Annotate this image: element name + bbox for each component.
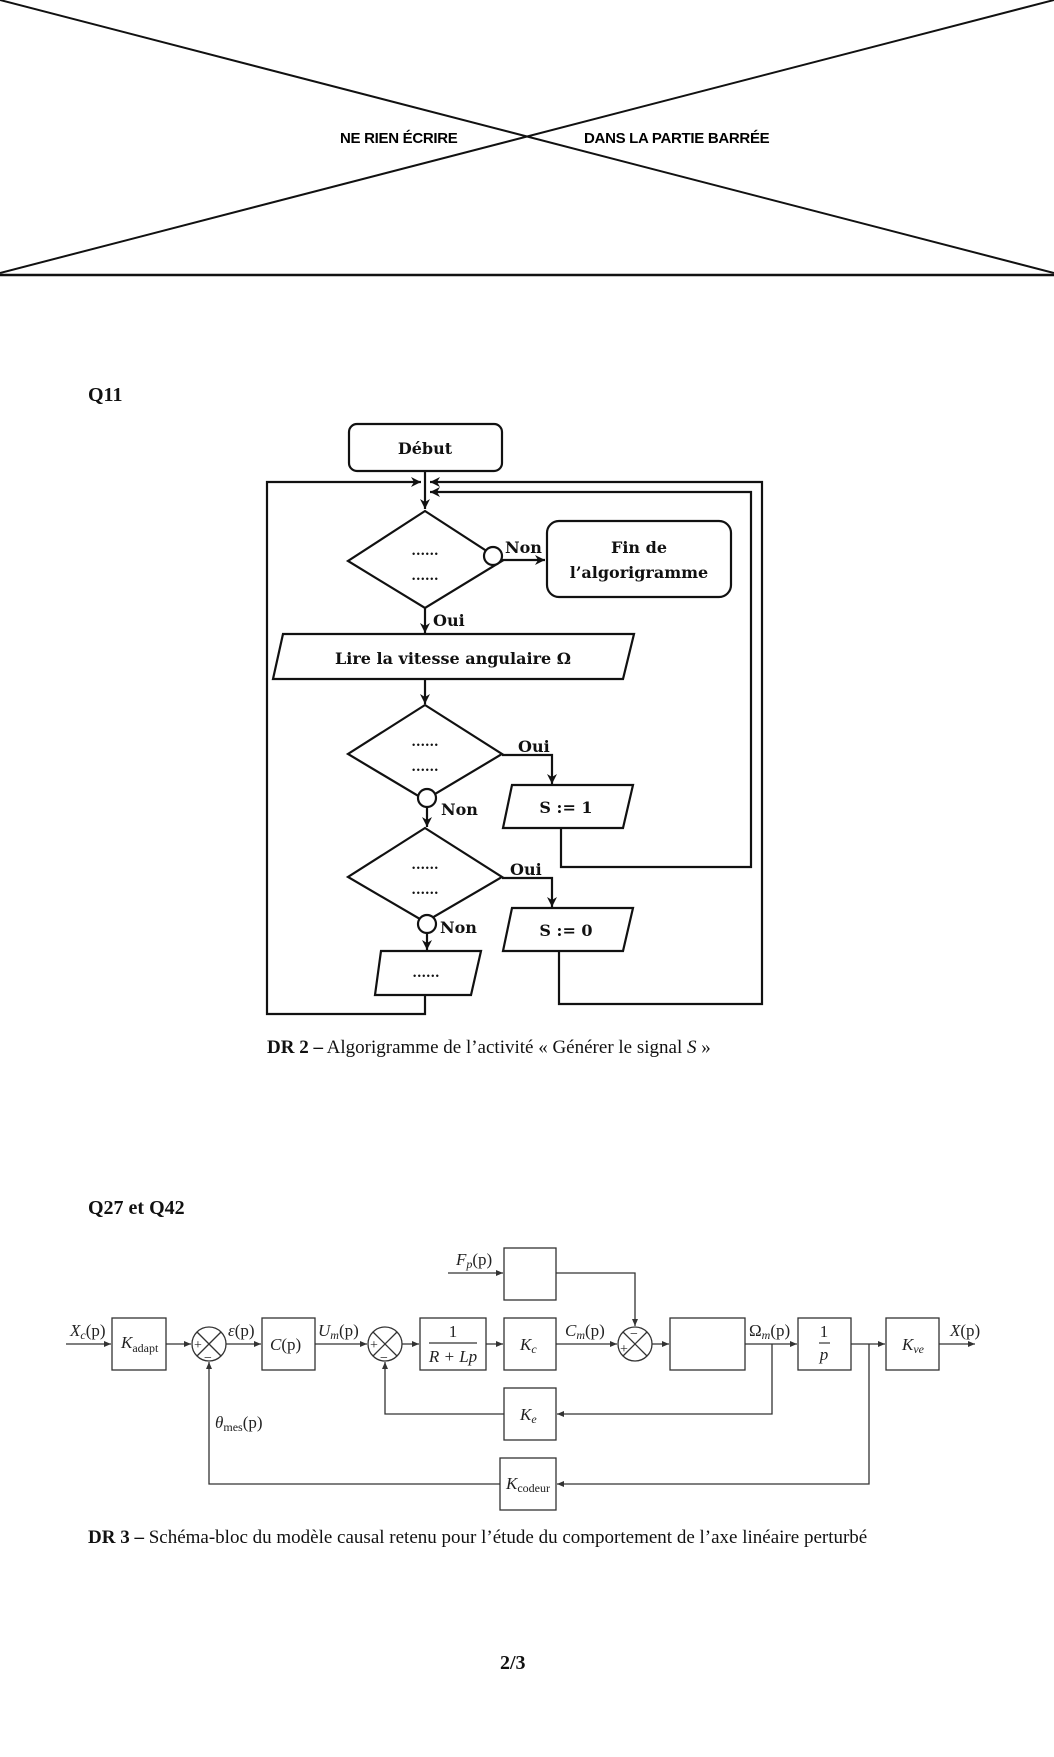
banner-right-text: DANS LA PARTIE BARRÉE <box>584 130 770 147</box>
decision-1 <box>345 509 505 610</box>
label-no-2: Non <box>441 800 478 819</box>
action-placeholder-text: ...... <box>412 966 439 981</box>
end-box <box>545 519 733 599</box>
negation-circle-1 <box>482 545 504 567</box>
label-cm: Cm(p) <box>565 1321 605 1342</box>
sum1-plus: + <box>194 1338 202 1353</box>
summer-2 <box>367 1326 403 1362</box>
decision-3-line2: ...... <box>411 883 438 898</box>
arrow-yes-2 <box>502 753 557 784</box>
label-kc: Kc <box>519 1335 537 1356</box>
flowchart: Début ...... ...... Non Fin de l’algorig… <box>265 422 764 1016</box>
label-no-1: Non <box>505 538 542 557</box>
set0-text: S := 0 <box>539 921 592 940</box>
set1-text: S := 1 <box>539 798 592 817</box>
loop-right-outer <box>430 477 764 1006</box>
caption-dr2: DR 2 – Algorigramme de l’activité « Géné… <box>267 1037 711 1059</box>
label-int-num: 1 <box>820 1322 829 1341</box>
block-perturbation <box>503 1247 557 1301</box>
banner-left-text: NE RIEN ÉCRIRE <box>340 130 458 147</box>
action-placeholder-box <box>373 949 483 997</box>
decision-1-line2: ...... <box>411 569 438 584</box>
label-yes-3: Oui <box>510 860 542 879</box>
label-tf-den: R + Lp <box>428 1347 477 1366</box>
block-ke <box>503 1387 557 1441</box>
wire-ke-sum2 <box>382 1362 504 1415</box>
caption-dr2-prefix: DR 2 – <box>267 1037 323 1058</box>
page-number: 2/3 <box>500 1652 526 1674</box>
block-corrector <box>261 1317 316 1371</box>
wire-pos-codeur <box>557 1344 870 1487</box>
decision-2-line1: ...... <box>411 735 438 750</box>
barred-zone: NE RIEN ÉCRIRE DANS LA PARTIE BARRÉE <box>0 0 1054 277</box>
sum3-plus: + <box>620 1342 628 1357</box>
block-kcodeur <box>499 1457 557 1511</box>
read-text: Lire la vitesse angulaire Ω <box>335 649 571 668</box>
label-theta-mes: θmes(p) <box>215 1413 263 1434</box>
label-kve: Kve <box>901 1335 925 1356</box>
summer-3 <box>617 1326 653 1362</box>
label-kcodeur: Kcodeur <box>505 1474 550 1495</box>
banner-bg-left <box>335 125 472 149</box>
decision-1-line1: ...... <box>411 544 438 559</box>
label-xc: Xc(p) <box>69 1321 106 1342</box>
caption-dr3-text: Schéma-bloc du modèle causal retenu pour… <box>143 1527 868 1548</box>
label-yes-2: Oui <box>518 737 550 756</box>
decision-3-line1: ...... <box>411 858 438 873</box>
label-um: Um(p) <box>318 1321 359 1342</box>
label-c: C(p) <box>270 1335 301 1354</box>
label-yes-1: Oui <box>433 611 465 630</box>
label-epsilon: ε(p) <box>228 1321 255 1340</box>
sum3-minus: − <box>630 1327 638 1342</box>
sum1-minus: − <box>204 1351 212 1366</box>
label-fp: Fp(p) <box>455 1250 492 1271</box>
block-mechanical <box>669 1317 746 1371</box>
caption-dr3-prefix: DR 3 – <box>88 1527 144 1548</box>
label-x-output: X(p) <box>949 1321 980 1340</box>
arrow-yes-3 <box>502 876 557 907</box>
end-text-line1: Fin de <box>611 538 667 557</box>
label-tf-num: 1 <box>449 1322 458 1341</box>
caption-dr2-text: Algorigramme de l’activité « Générer le … <box>322 1037 687 1058</box>
loop-left <box>265 477 427 1016</box>
sum2-minus: − <box>380 1351 388 1366</box>
bar-diagonal-2 <box>0 0 1054 274</box>
wire-perturbation-sum3 <box>556 1272 638 1326</box>
caption-dr3: DR 3 – Schéma-bloc du modèle causal rete… <box>88 1527 867 1549</box>
wire-codeur-sum1 <box>206 1362 500 1485</box>
summer-1 <box>191 1326 227 1362</box>
start-text: Début <box>398 439 453 458</box>
decision-3 <box>345 826 505 924</box>
label-kadapt: Kadapt <box>120 1333 159 1355</box>
label-ke: Ke <box>519 1405 537 1426</box>
set0-box <box>501 906 635 953</box>
block-kc <box>503 1317 557 1371</box>
decision-2 <box>345 703 505 802</box>
label-omega: Ωm(p) <box>749 1321 790 1342</box>
decision-2-line2: ...... <box>411 760 438 775</box>
block-integrator <box>797 1317 852 1371</box>
caption-dr2-var: S <box>687 1037 697 1058</box>
block-electrical <box>419 1317 487 1371</box>
negation-circle-3 <box>416 913 438 935</box>
wire-omega-ke <box>557 1344 773 1417</box>
caption-dr2-end: » <box>696 1037 711 1058</box>
label-no-3: Non <box>440 918 477 937</box>
sum2-plus: + <box>370 1338 378 1353</box>
set1-box <box>501 783 635 830</box>
loop-right-inner <box>430 487 753 869</box>
question-label-q27-q42: Q27 et Q42 <box>88 1197 185 1219</box>
read-box <box>271 632 636 681</box>
question-label-q11: Q11 <box>88 384 123 406</box>
block-kadapt <box>111 1317 167 1371</box>
end-text-line2: l’algorigramme <box>570 563 708 582</box>
negation-circle-2 <box>416 787 438 809</box>
label-int-den: p <box>819 1345 829 1364</box>
banner-bg-right <box>580 125 796 149</box>
block-kve <box>885 1317 940 1371</box>
